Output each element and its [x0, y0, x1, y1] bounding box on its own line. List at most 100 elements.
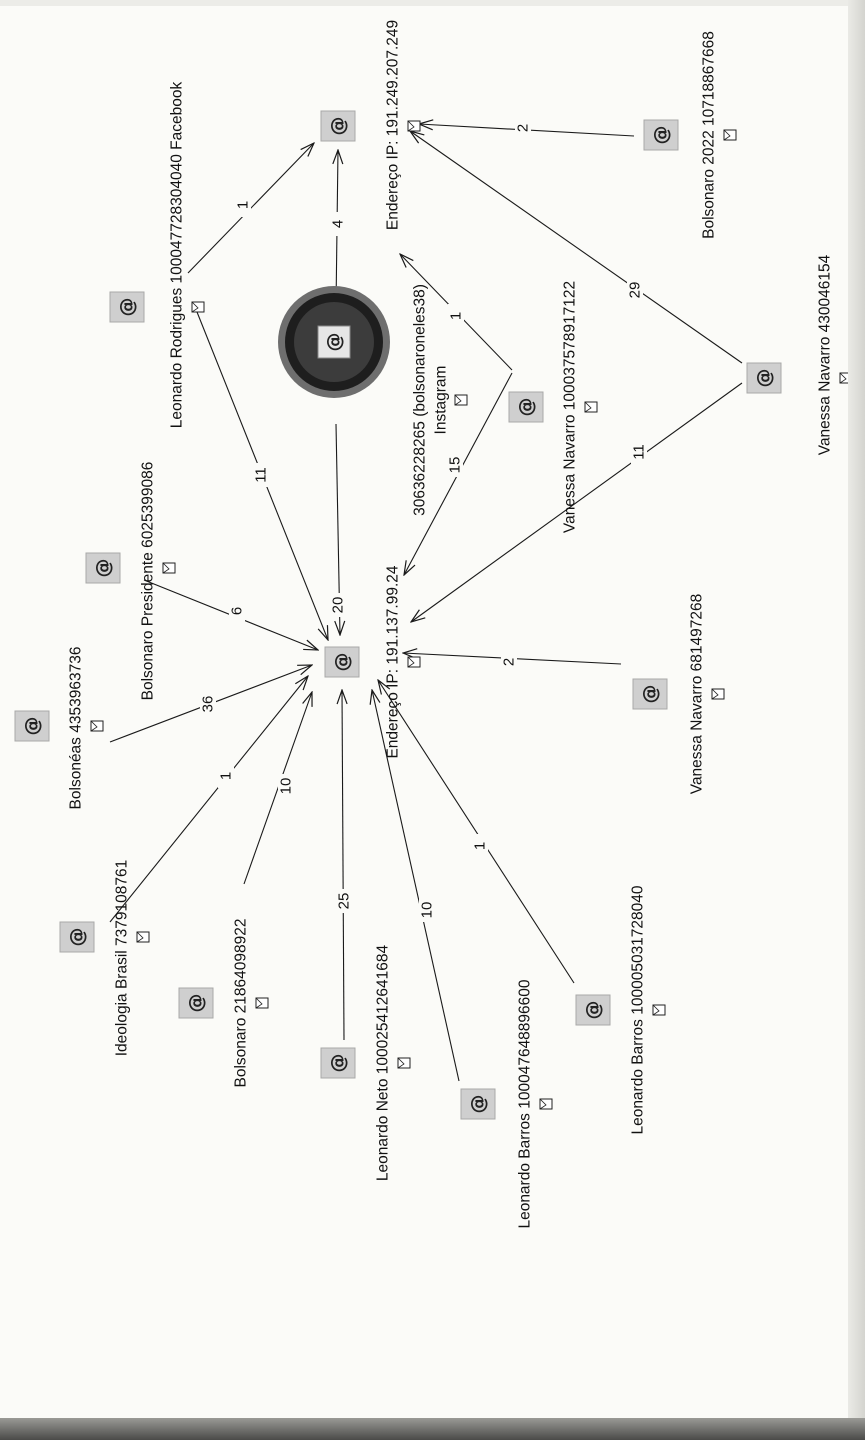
edge-weight-bg [631, 440, 647, 464]
edge-lb1000050-to-ip1 [378, 680, 575, 984]
svg-text:@: @ [515, 398, 537, 417]
instagram-hub-icon[interactable]: @ [278, 286, 390, 398]
edge-weight-bg [336, 889, 352, 913]
svg-text:@: @ [327, 117, 349, 136]
at-sign-icon[interactable]: @ [460, 1088, 496, 1120]
at-sign-icon[interactable]: @ [746, 362, 782, 394]
svg-text:@: @ [21, 717, 43, 736]
edge-weight-label: 1 [235, 201, 252, 209]
node-label: Bolsonaro 2022 10718867668 [701, 31, 718, 239]
edge-weight-bg [253, 463, 269, 487]
edge-weight-label: 10 [278, 778, 295, 795]
at-sign-icon[interactable]: @ [85, 552, 121, 584]
edge-weight-bg [448, 304, 464, 328]
edge-weight-bg [278, 774, 294, 798]
at-sign-icon[interactable]: @ [14, 710, 50, 742]
edge-weight-label: 1 [472, 842, 489, 850]
edge-vn430-to-ip2 [410, 131, 743, 364]
edge-weight-bg [229, 599, 245, 623]
edge-weight-label: 6 [229, 607, 246, 615]
envelope-icon[interactable] [255, 997, 269, 1009]
at-sign-icon[interactable]: @ [178, 987, 214, 1019]
edge-weight-bg [330, 593, 346, 617]
svg-text:@: @ [185, 994, 207, 1013]
edge-weight-label: 2 [515, 124, 532, 132]
envelope-icon[interactable] [839, 372, 848, 384]
envelope-icon[interactable] [584, 401, 598, 413]
right-scan-border [848, 0, 865, 1418]
node-lrod[interactable]: @ Leonardo Rodrigues 100047728304040 Face… [109, 82, 205, 429]
edge-weight-label: 20 [330, 597, 347, 614]
envelope-icon[interactable] [191, 301, 205, 313]
node-bolsoneas[interactable]: @ Bolsonéas 4353963736 [14, 647, 104, 810]
edge-weight-bg [235, 193, 251, 217]
node-label: 30636228265 (bolsonaroneles38) [412, 284, 429, 516]
edge-weight-bg [472, 834, 488, 858]
svg-text:@: @ [467, 1095, 489, 1114]
envelope-icon[interactable] [397, 1057, 411, 1069]
node-label: Bolsonaro Presidente 6025399086 [140, 462, 157, 701]
node-label: Leonardo Neto 100025412641684 [375, 945, 392, 1182]
node-b218[interactable]: @Bolsonaro 21864098922 [178, 919, 269, 1088]
at-sign-icon[interactable]: @ [575, 994, 611, 1026]
edge-weight-bg [447, 453, 463, 477]
node-label: Vanessa Navarro 100037578917122 [562, 281, 579, 533]
envelope-icon[interactable] [711, 688, 725, 700]
at-sign-icon[interactable]: @ [109, 291, 145, 323]
svg-text:@: @ [327, 1054, 349, 1073]
node-vn681[interactable]: @Vanessa Navarro 681497268 [632, 594, 725, 795]
at-sign-icon[interactable]: @ [320, 1047, 356, 1079]
envelope-icon[interactable] [407, 120, 421, 132]
node-bpres[interactable]: @ Bolsonaro Presidente 6025399086 [85, 462, 176, 701]
envelope-icon[interactable] [539, 1098, 553, 1110]
node-sublabel: Instagram [433, 366, 450, 435]
edge-weight-bg [627, 278, 643, 302]
svg-text:@: @ [66, 928, 88, 947]
node-label: Leonardo Barros 100047648896600 [517, 979, 534, 1228]
node-lb1000476[interactable]: @ Leonardo Barros 100047648896600 [460, 979, 553, 1229]
envelope-icon[interactable] [136, 931, 150, 943]
envelope-icon[interactable] [407, 656, 421, 668]
edge-weight-bg [330, 212, 346, 236]
envelope-icon[interactable] [454, 394, 468, 406]
edge-weight-label: 10 [419, 902, 436, 919]
envelope-icon[interactable] [652, 1004, 666, 1016]
edge-lneto-to-ip1 [342, 690, 344, 1041]
edge-weight-label: 1 [218, 772, 235, 780]
edge-weight-label: 11 [631, 444, 648, 460]
node-ip2[interactable]: @Endereço IP: 191.249.207.249 [320, 20, 421, 230]
edge-weight-label: 36 [200, 696, 217, 713]
node-label: Leonardo Rodrigues 100047728304040 Faceb… [169, 82, 186, 429]
edge-weight-bg [515, 116, 531, 140]
top-scan-border [0, 0, 848, 6]
edge-ideol-to-ip1 [109, 676, 308, 923]
edge-weight-label: 29 [627, 282, 644, 299]
envelope-icon[interactable] [90, 720, 104, 732]
node-lb1000050[interactable]: @ Leonardo Barros 100005031728040 [575, 885, 666, 1135]
at-sign-icon[interactable]: @ [320, 110, 356, 142]
at-sign-icon[interactable]: @ [324, 646, 360, 678]
node-vn1000375[interactable]: @ Vanessa Navarro 100037578917122 [508, 281, 598, 533]
edge-vn430-to-ip1 [411, 382, 743, 622]
node-ip1[interactable]: @Endereço IP: 191.137.99.24 [324, 565, 421, 759]
edge-weight-bg [501, 650, 517, 674]
node-label: Vanessa Navarro 430046154 [817, 254, 834, 455]
svg-text:@: @ [753, 369, 775, 388]
at-sign-icon[interactable]: @ [59, 921, 95, 953]
edge-weight-label: 25 [336, 893, 353, 910]
at-sign-icon[interactable]: @ [643, 119, 679, 151]
at-sign-icon[interactable]: @ [632, 678, 668, 710]
node-lneto[interactable]: @ Leonardo Neto 100025412641684 [320, 945, 411, 1182]
node-b2022[interactable]: @ Bolsonaro 2022 10718867668 [643, 31, 737, 239]
node-ideol[interactable]: @Ideologia Brasil 7379108761 [59, 860, 150, 1057]
node-label: Leonardo Barros 100005031728040 [630, 885, 647, 1134]
envelope-icon[interactable] [723, 129, 737, 141]
edge-weight-label: 1 [448, 312, 465, 320]
bottom-scan-band [0, 1418, 865, 1440]
at-sign-icon[interactable]: @ [508, 391, 544, 423]
node-vn430[interactable]: @ Vanessa Navarro 430046154 [746, 254, 848, 455]
node-insta[interactable]: @30636228265 (bolsonaroneles38)Instagram [278, 284, 468, 516]
node-label: Bolsonéas 4353963736 [68, 647, 85, 810]
envelope-icon[interactable] [162, 562, 176, 574]
